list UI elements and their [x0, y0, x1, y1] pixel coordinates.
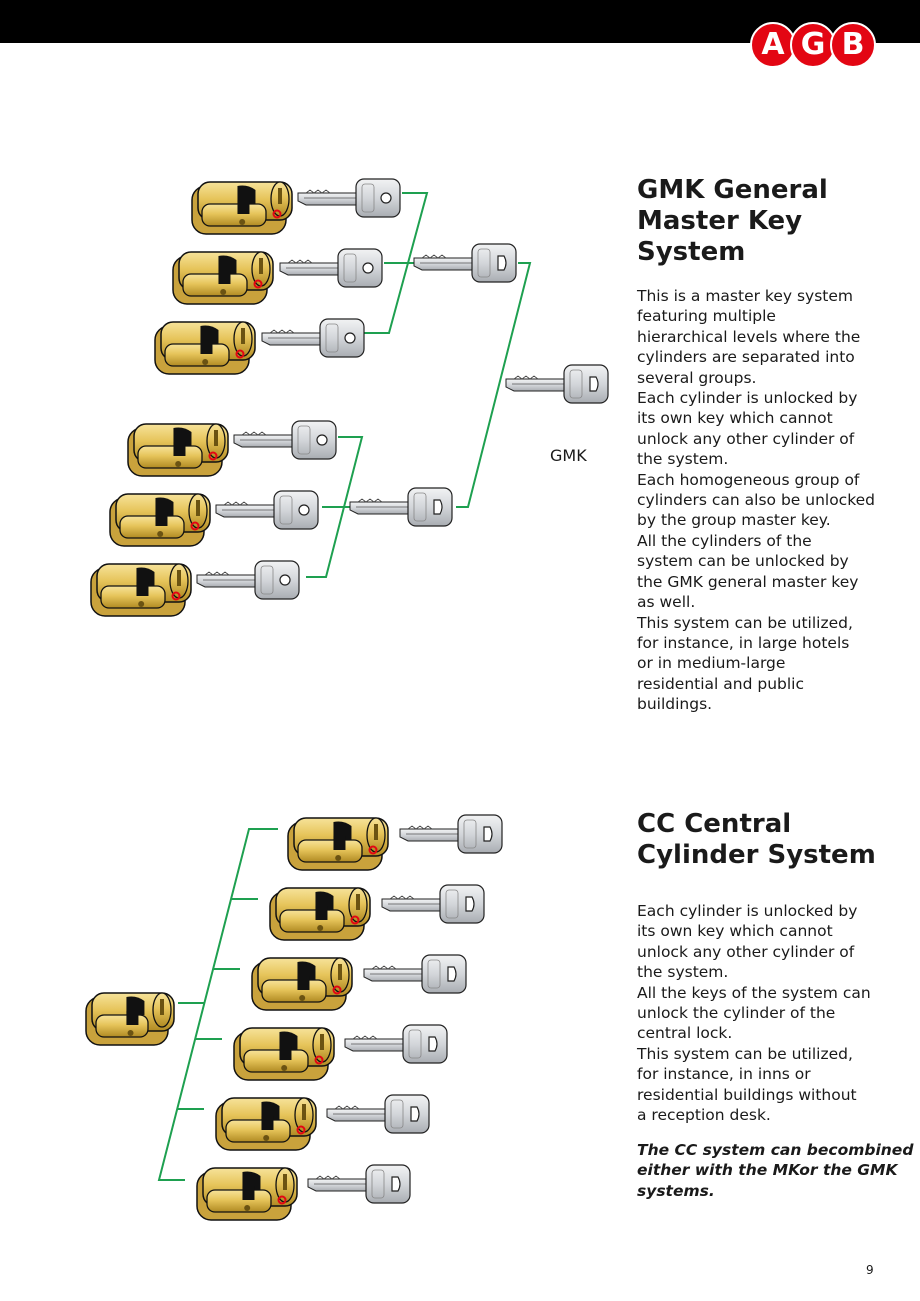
text-line: This is a master key system	[637, 287, 854, 305]
cylinder-lock-icon	[215, 1097, 317, 1151]
cylinder-lock-icon	[196, 1167, 298, 1221]
key-icon	[381, 884, 485, 924]
text-line: featuring multiple	[637, 307, 776, 326]
gmk-title-line: GMK General	[637, 175, 828, 205]
text-line: cylinders are separated into	[637, 348, 855, 367]
text-line: a reception desk.	[637, 1106, 771, 1125]
key-icon	[297, 178, 401, 218]
cylinder-lock-icon	[269, 887, 371, 941]
cylinder-lock-icon	[287, 817, 389, 871]
text-line: combined either with the MK	[637, 1141, 914, 1180]
text-line: by the group master key.	[637, 511, 831, 530]
key-icon	[307, 1164, 411, 1204]
text-line: the system.	[637, 963, 729, 982]
cylinder-lock-icon	[172, 251, 274, 305]
gmk-title-line: Master Key	[637, 206, 803, 236]
agb-logo: A G B	[750, 22, 880, 68]
key-icon	[399, 814, 503, 854]
logo-letter-b: B	[830, 22, 876, 68]
text-line: cylinders can also be unlocked	[637, 491, 876, 510]
key-icon	[363, 954, 467, 994]
text-line: All the keys of the system can	[637, 983, 871, 1002]
cylinder-lock-icon	[233, 1027, 335, 1081]
text-line: for instance, in large hotels	[637, 633, 850, 652]
text-line: central lock.	[637, 1024, 733, 1043]
text-line: for instance, in inns or	[637, 1065, 811, 1084]
cylinder-lock-icon	[191, 181, 293, 235]
key-icon	[196, 560, 300, 600]
text-line: its own key which cannot	[637, 409, 833, 428]
gmk-diagram-label: GMK	[550, 446, 587, 465]
text-line: residential buildings without	[637, 1085, 857, 1104]
logo-letter-a: A	[750, 22, 796, 68]
text-line: hierarchical levels where the	[637, 327, 861, 346]
cc-title: CC Central Cylinder System	[637, 809, 876, 871]
text-line: Each cylinder is unlocked by	[637, 389, 858, 408]
cylinder-lock-icon	[90, 563, 192, 617]
text-line: or the GMK systems.	[637, 1161, 898, 1200]
cylinder-lock-icon	[154, 321, 256, 375]
text-line: This system can be utilized,	[637, 613, 853, 632]
cylinder-lock-icon	[127, 423, 229, 477]
text-line: unlock any other cylinder of	[637, 942, 855, 961]
key-icon	[349, 487, 453, 527]
cc-note: The CC system can becombined either with…	[637, 1140, 920, 1201]
text-line: This system can be utilized,	[637, 1044, 853, 1063]
key-icon	[326, 1094, 430, 1134]
key-icon	[215, 490, 319, 530]
text-line: as well.	[637, 593, 696, 612]
text-line: or in medium-large	[637, 654, 786, 673]
cc-title-line: CC Central	[637, 809, 792, 839]
cylinder-lock-icon	[109, 493, 211, 547]
page-number: 9	[866, 1263, 874, 1277]
connector-line	[157, 828, 278, 1181]
text-line: All the cylinders of the	[637, 531, 812, 550]
text-line: its own key which cannot	[637, 922, 833, 941]
key-icon	[413, 243, 517, 283]
key-icon	[233, 420, 337, 460]
cc-title-line: Cylinder System	[637, 840, 876, 870]
cylinder-lock-icon	[251, 957, 353, 1011]
key-icon	[261, 318, 365, 358]
text-line: Each homogeneous group of	[637, 470, 860, 489]
text-line: Each cylinder is unlocked by	[637, 902, 858, 920]
gmk-description: This is a master key system featuring mul…	[637, 286, 875, 715]
text-line: The CC system can be	[637, 1141, 829, 1159]
cylinder-lock-icon	[85, 992, 175, 1046]
cc-description: Each cylinder is unlocked by its own key …	[637, 901, 871, 1125]
key-icon	[344, 1024, 448, 1064]
text-line: several groups.	[637, 368, 757, 387]
text-line: the system.	[637, 450, 729, 469]
text-line: buildings.	[637, 695, 713, 714]
key-icon	[279, 248, 383, 288]
text-line: the GMK general master key	[637, 572, 859, 591]
text-line: unlock the cylinder of the	[637, 1004, 836, 1023]
key-icon	[505, 364, 609, 404]
text-line: unlock any other cylinder of	[637, 429, 855, 448]
text-line: residential and public	[637, 674, 804, 693]
connector-line	[456, 262, 532, 508]
text-line: system can be unlocked by	[637, 552, 849, 571]
gmk-title-line: System	[637, 237, 746, 267]
gmk-title: GMK General Master Key System	[637, 175, 828, 268]
